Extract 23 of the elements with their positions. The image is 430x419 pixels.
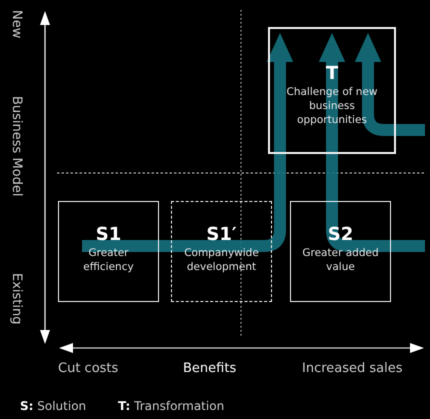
dashed-box bbox=[171, 201, 272, 302]
box-heading: S1′ bbox=[206, 225, 237, 245]
arrow bbox=[354, 32, 425, 136]
box-heading: S1 bbox=[96, 225, 122, 245]
axis-label: Existing bbox=[8, 273, 23, 324]
box-heading: S2 bbox=[328, 225, 354, 245]
solution-box bbox=[268, 27, 396, 154]
arrow bbox=[318, 32, 425, 252]
axis-label: Increased sales bbox=[302, 362, 403, 377]
axis-label: Cut costs bbox=[58, 362, 118, 377]
box-description: Greater efficiency bbox=[82, 246, 135, 274]
legend-note: S: Solution bbox=[20, 400, 86, 414]
axis-label: Benefits bbox=[183, 362, 236, 377]
axis-label: Business Model bbox=[8, 96, 23, 196]
axis-label: New bbox=[8, 10, 23, 38]
box-heading: T bbox=[326, 64, 338, 84]
box-description: Greater added value bbox=[301, 246, 380, 274]
box-description: Challenge of new business opportunities bbox=[286, 85, 378, 127]
legend-note: T: Transformation bbox=[118, 400, 224, 414]
solution-box bbox=[290, 201, 391, 302]
arrow bbox=[171, 32, 294, 252]
box-description: Companywide development bbox=[183, 246, 260, 274]
solution-box bbox=[58, 201, 159, 302]
